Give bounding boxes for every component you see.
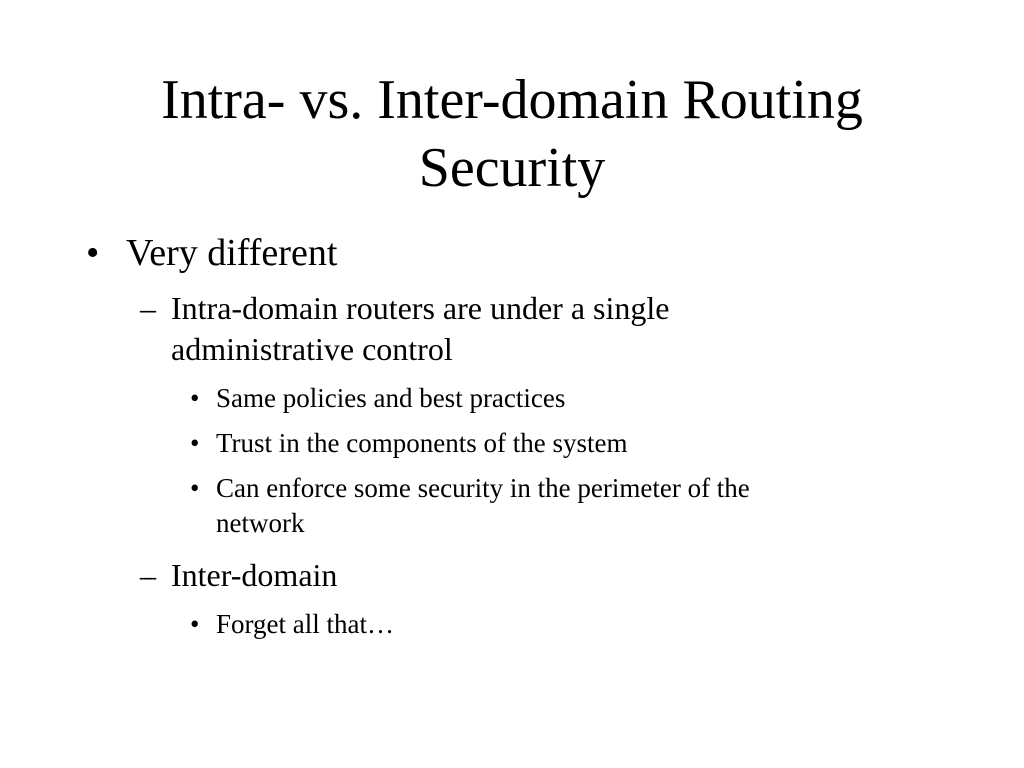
sub-bullet-text: Inter-domain: [171, 557, 338, 593]
bullet-marker: •: [190, 428, 200, 458]
dash-marker: –: [140, 557, 156, 593]
bullet-text: Very different: [126, 232, 338, 274]
sub-bullet-inter-domain: – Inter-domain: [140, 555, 337, 596]
slide-title-line-1: Intra- vs. Inter-domain Routing: [161, 69, 863, 131]
sub-sub-bullet-text: Forget all that…: [216, 609, 394, 639]
slide-title: Intra- vs. Inter-domain Routing Security: [60, 66, 964, 202]
sub-sub-bullet-same-policies: • Same policies and best practices: [190, 381, 565, 416]
sub-sub-bullet-text-line-2: network: [216, 508, 305, 538]
bullet-marker: •: [86, 232, 100, 274]
dash-marker: –: [140, 290, 156, 326]
sub-bullet-text-line-1: Intra-domain routers are under a single: [171, 290, 670, 326]
sub-bullet-text-line-2: administrative control: [171, 331, 453, 367]
sub-sub-bullet-enforce-security: • Can enforce some security in the perim…: [190, 471, 750, 541]
sub-sub-bullet-text-line-1: Can enforce some security in the perimet…: [216, 473, 750, 503]
sub-sub-bullet-forget: • Forget all that…: [190, 607, 394, 642]
bullet-very-different: • Very different: [86, 231, 337, 275]
sub-sub-bullet-text: Same policies and best practices: [216, 383, 566, 413]
bullet-marker: •: [190, 383, 200, 413]
sub-bullet-intra-domain: – Intra-domain routers are under a singl…: [140, 288, 669, 370]
bullet-marker: •: [190, 473, 200, 503]
sub-sub-bullet-text: Trust in the components of the system: [216, 428, 628, 458]
sub-sub-bullet-trust: • Trust in the components of the system: [190, 426, 628, 461]
slide-title-line-2: Security: [418, 137, 606, 199]
bullet-marker: •: [190, 609, 200, 639]
